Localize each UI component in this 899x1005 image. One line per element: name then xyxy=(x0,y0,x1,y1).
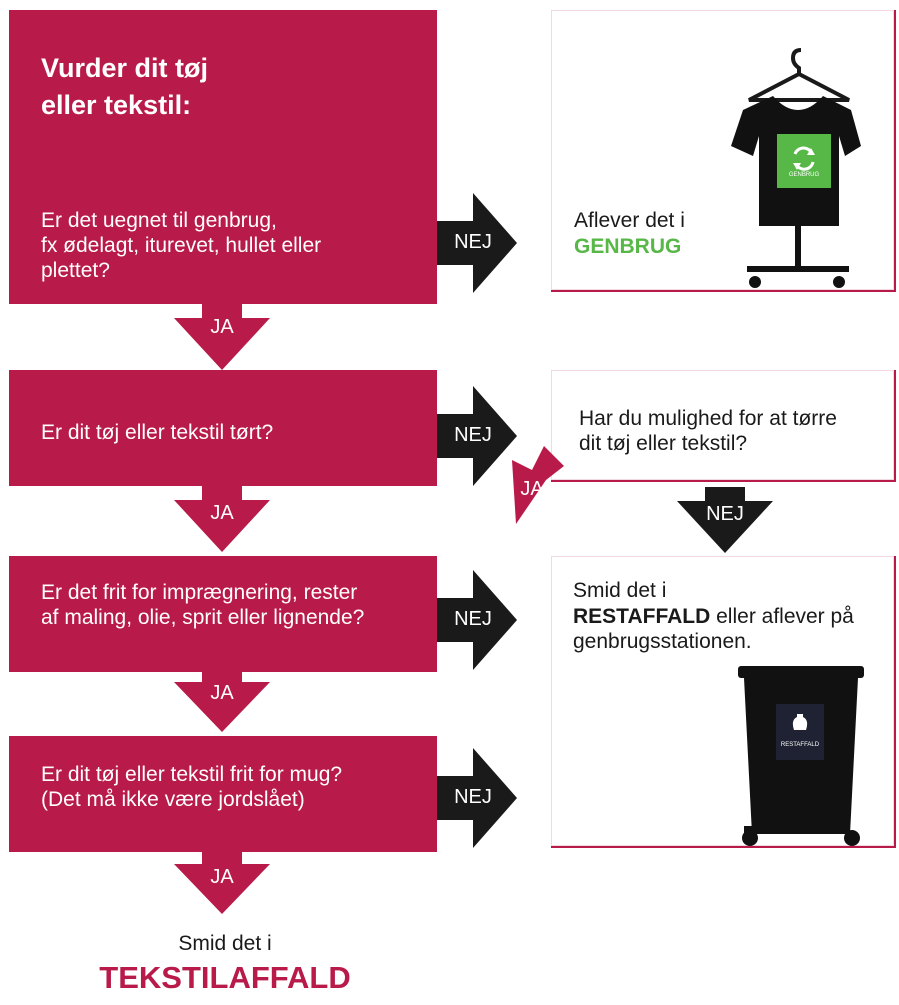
ja-label: JA xyxy=(174,682,270,705)
ja-arrow-1: JA xyxy=(174,304,270,370)
restaffald-highlight: RESTAFFALD xyxy=(573,605,710,628)
restaffald-box: Smid det i RESTAFFALD eller aflever på g… xyxy=(551,556,896,848)
question-unfit-for-reuse: Er det uegnet til genbrug, fx ødelagt, i… xyxy=(41,208,321,283)
nej-label: NEJ xyxy=(433,424,513,447)
question-box-impregnation: Er det frit for imprægnering, rester af … xyxy=(9,556,437,672)
ja-label: JA xyxy=(174,316,270,339)
nej-arrow-mold-to-restaffald: NEJ xyxy=(437,748,517,848)
question-impregnation: Er det frit for imprægnering, rester af … xyxy=(41,580,364,630)
waste-bin-icon xyxy=(736,666,866,848)
question-box-mold: Er dit tøj eller tekstil frit for mug? (… xyxy=(9,736,437,852)
question-box-dry: Er dit tøj eller tekstil tørt? xyxy=(9,370,437,486)
tshirt-on-rack-icon xyxy=(731,38,861,294)
genbrug-tag: GENBRUG xyxy=(777,172,831,178)
nej-label: NEJ xyxy=(433,608,513,631)
question-box-unfit-for-reuse: Vurder dit tøj eller tekstil: Er det ueg… xyxy=(9,10,437,304)
ja-label: JA xyxy=(174,866,270,889)
nej-label: NEJ xyxy=(433,231,513,254)
final-result-prefix: Smid det i xyxy=(0,932,450,956)
nej-arrow-to-dry-box: NEJ xyxy=(437,386,517,486)
question-dry: Er dit tøj eller tekstil tørt? xyxy=(41,420,273,445)
nej-label: NEJ xyxy=(433,786,513,809)
ja-arrow-back-diagonal: JA xyxy=(506,446,576,526)
restaffald-line2: RESTAFFALD eller aflever på genbrugsstat… xyxy=(573,604,854,654)
flow-title: Vurder dit tøj eller tekstil: xyxy=(41,50,208,124)
nej-label: NEJ xyxy=(677,503,773,526)
ja-label: JA xyxy=(502,478,562,501)
ja-arrow-2: JA xyxy=(174,486,270,552)
dry-option-question: Har du mulighed for at tørre dit tøj ell… xyxy=(579,406,837,456)
genbrug-prefix: Aflever det i xyxy=(574,208,685,233)
final-result-highlight: TEKSTILAFFALD xyxy=(0,960,450,996)
genbrug-box: Aflever det i GENBRUG GENBRUG xyxy=(551,10,896,292)
ja-arrow-4: JA xyxy=(174,852,270,914)
nej-arrow-to-genbrug: NEJ xyxy=(437,193,517,293)
nej-arrow-to-restaffald: NEJ xyxy=(437,570,517,670)
ja-label: JA xyxy=(174,502,270,525)
question-mold: Er dit tøj eller tekstil frit for mug? (… xyxy=(41,762,342,812)
restaffald-line1: Smid det i xyxy=(573,578,666,603)
dry-option-box: Har du mulighed for at tørre dit tøj ell… xyxy=(551,370,896,482)
ja-arrow-3: JA xyxy=(174,672,270,732)
restaffald-tag: RESTAFFALD xyxy=(776,742,824,748)
nej-arrow-down: NEJ xyxy=(677,487,773,553)
genbrug-highlight: GENBRUG xyxy=(574,234,681,259)
